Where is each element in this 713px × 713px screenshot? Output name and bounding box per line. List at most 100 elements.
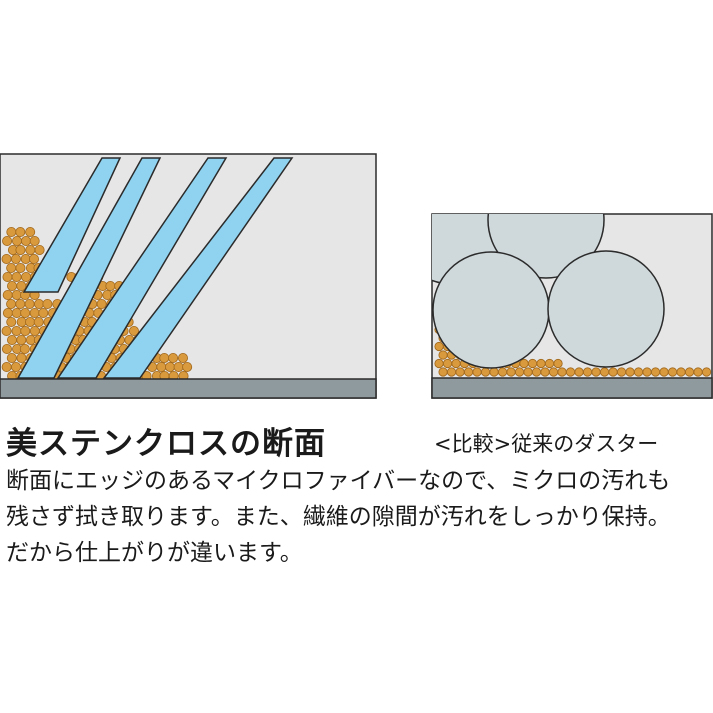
round-fiber-3 [432,251,550,369]
dirt-particle [1,361,12,372]
dirt-particle [19,343,30,354]
dirt-particle [168,352,179,363]
dirt-particle [659,367,669,377]
conventional-duster-panel [431,213,713,399]
dirt-particle [633,367,644,377]
dirt-particle [2,271,13,282]
dirt-particle [15,262,26,273]
dirt-particle [548,367,559,377]
dirt-particle [2,289,13,300]
dirt-particle [553,358,563,369]
dirt-particle [574,367,584,377]
dirt-particle [12,235,23,246]
description-line-3: だから仕上がりが違います。 [6,540,303,566]
microfiber-4 [102,157,294,379]
dirt-particle [159,352,170,363]
dirt-particle [11,325,22,336]
dirt-particle [25,244,36,255]
stainless-cloth-panel [0,153,377,399]
dirt-particle [33,316,44,327]
dirt-particle [168,371,179,379]
dirt-particle [463,367,474,377]
dirt-particle [21,271,32,282]
dirt-particle [684,367,695,377]
description-line-2: 残さず拭き取ります。また、繊維の隙間が汚れをしっかり保持。 [6,504,671,530]
dirt-particle [438,367,448,377]
microfiber-2 [16,157,162,379]
dirt-particle [24,298,35,309]
dirt-particle [178,371,189,379]
dirt-particle [442,358,453,369]
dirt-particle [25,316,36,327]
dirt-particle [11,307,22,318]
dirt-particle [650,367,661,377]
dirt-particle [15,244,26,255]
dirt-particle [540,367,550,377]
dirt-particle [536,358,546,369]
dirt-particle [531,367,542,377]
dirt-particle [42,298,53,309]
dirt-particle [15,226,26,237]
dirt-particle [29,307,40,318]
dirt-particle [96,298,107,309]
dirt-particle [1,325,12,336]
dirt-particle [625,367,635,377]
dirt-particle [480,367,491,377]
dirt-particle [11,289,22,300]
dirt-particle [29,253,40,264]
dirt-particle [38,307,49,318]
dirt-particle [667,367,678,377]
dirt-particle [20,325,31,336]
cross-section-diagram [0,153,713,399]
dirt-particle [446,367,457,377]
dirt-particle [16,352,27,363]
dirt-particle [557,367,567,377]
dirt-particle [128,325,139,336]
dirt-particle [29,325,40,336]
dirt-particle [164,361,175,372]
stainless-surface-right [431,377,713,399]
dirt-particle [523,367,533,377]
dirt-particle [2,235,13,246]
dirt-particle [20,253,31,264]
dirt-particle [608,367,618,377]
dirt-particle [693,367,703,377]
comparison-label: <比較>従来のダスター [434,432,659,456]
dirt-particle [29,235,40,246]
edge-microfibers [16,157,294,379]
dirt-particle [506,367,516,377]
dirt-particle [519,358,529,369]
round-fiber-4 [547,250,665,368]
dirt-particle [434,358,444,369]
dirt-particle [34,244,45,255]
dirt-particle [6,226,17,237]
section-title: 美ステンクロスの断面 [6,426,326,462]
dirt-particle [497,367,508,377]
dirt-particle [34,298,45,309]
dirt-particle [472,367,482,377]
dirt-particle [20,235,31,246]
dirt-particle [434,341,444,352]
dirt-particle [156,361,167,372]
dirt-particle [451,358,461,369]
dirt-particle [177,352,188,363]
dirt-particle [642,367,652,377]
microfiber-3 [56,157,228,379]
dirt-particle [15,298,26,309]
dirt-particle [616,367,627,377]
dirt-particle [676,367,686,377]
dirt-particle [11,271,22,282]
dirt-particle [582,367,593,377]
dirt-particle [565,367,576,377]
microfiber-1 [22,157,122,293]
round-fibers [432,214,665,369]
dirt-particle [16,334,27,345]
dirt-particle [514,367,525,377]
dirt-particle [599,367,610,377]
dirt-particle [527,358,538,369]
dirt-particle [6,352,17,363]
dirt-particle [173,361,184,372]
dirt-particle [2,307,13,318]
description: 断面にエッジのあるマイクロファイバーなので、ミクロの汚れも 残さず拭き取ります。… [6,463,711,571]
